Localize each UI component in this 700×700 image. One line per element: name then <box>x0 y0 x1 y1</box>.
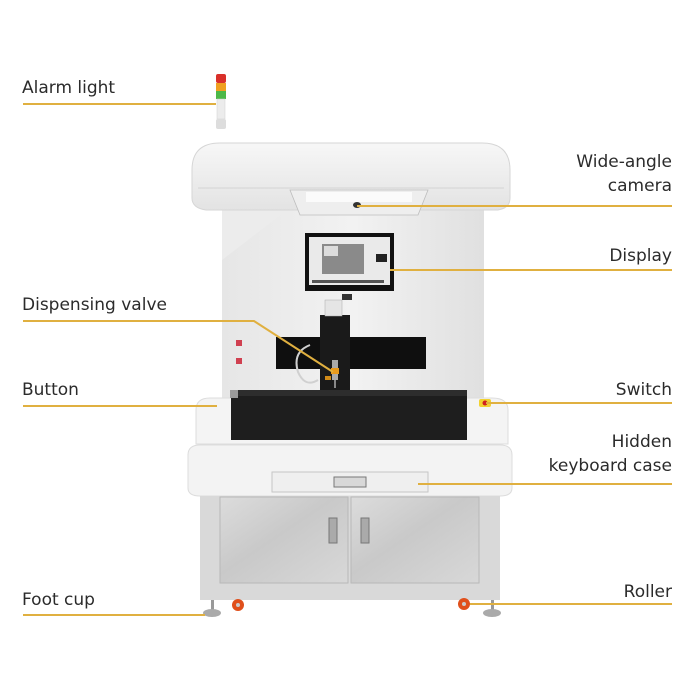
label-line: Wide-angle <box>576 152 672 172</box>
red-button-icon <box>236 358 242 364</box>
red-button-icon <box>236 340 242 346</box>
label-foot-cup: Foot cup <box>22 590 95 610</box>
alarm-light-icon <box>216 74 226 129</box>
label-switch: Switch <box>615 380 672 400</box>
label-dispensing-valve: Dispensing valve <box>22 295 167 315</box>
leader-lines <box>23 103 672 616</box>
label-display: Display <box>609 246 672 266</box>
cabinet <box>200 496 500 600</box>
roller-icon <box>232 599 244 611</box>
label-line: Hidden <box>611 432 672 452</box>
dispensing-valve-icon <box>325 360 339 388</box>
label-line: camera <box>607 176 672 196</box>
gantry <box>276 299 426 390</box>
keyboard-drawer <box>187 444 513 497</box>
label-line: keyboard case <box>548 456 672 476</box>
back-panel <box>222 200 484 400</box>
roller-icon <box>458 598 470 610</box>
foot-cup-icon <box>483 600 501 617</box>
label-hidden-keyboard-case: Hidden keyboard case <box>549 430 672 478</box>
label-button: Button <box>22 380 79 400</box>
work-table <box>195 390 509 445</box>
foot-cup-icon <box>203 600 221 617</box>
top-hood <box>191 142 511 216</box>
label-alarm-light: Alarm light <box>22 78 116 98</box>
button-icon <box>230 390 238 398</box>
label-roller: Roller <box>623 582 672 602</box>
display-monitor <box>305 233 394 300</box>
label-wide-angle-camera: Wide-angle camera <box>576 150 672 198</box>
switch-icon <box>479 399 491 407</box>
